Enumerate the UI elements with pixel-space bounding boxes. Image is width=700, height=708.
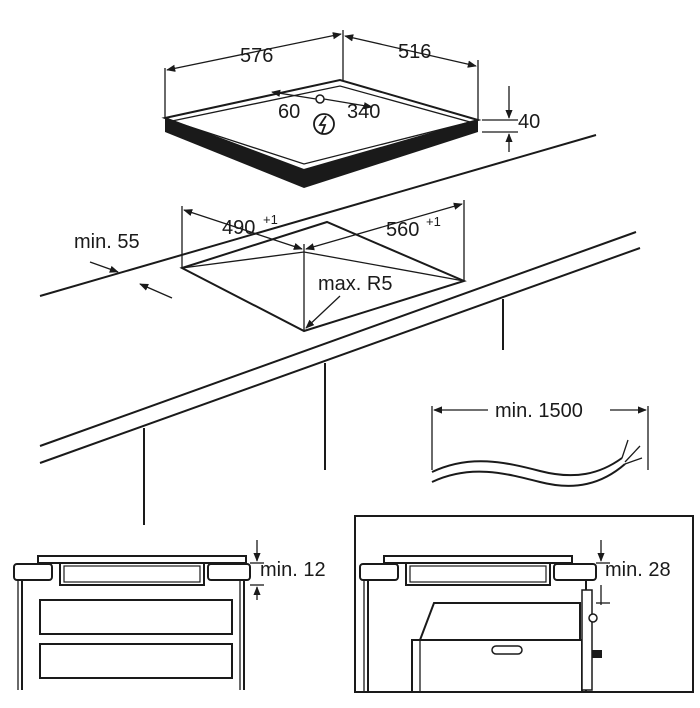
hob-dimension-lines xyxy=(164,30,518,152)
cable-wire-ends xyxy=(621,439,643,465)
hob-width-label: 576 xyxy=(240,45,273,67)
cable-line-2 xyxy=(431,463,626,487)
cutout-width-label: 490 xyxy=(222,217,255,239)
hob-body-side xyxy=(59,562,205,586)
hob-glass-side-2 xyxy=(383,555,573,564)
hob-glass-outline xyxy=(169,85,473,165)
drawer-lower xyxy=(39,643,233,679)
oven-clearance-label: min. 28 xyxy=(605,559,671,581)
width-dimension-arrow xyxy=(166,32,342,72)
drawer-upper xyxy=(39,599,233,635)
hob-front-edge xyxy=(165,118,304,188)
oven-body xyxy=(411,639,583,693)
drawer-installation-illustration xyxy=(13,540,264,690)
worktop-right-2 xyxy=(553,563,597,581)
depth-dimension-arrow xyxy=(344,34,477,68)
radius-leader-arrow xyxy=(305,295,341,329)
corner-radius-label: max. R5 xyxy=(318,273,392,295)
oven-handle xyxy=(491,645,523,655)
connection-point-marker xyxy=(315,94,325,104)
worktop-top-front-edge xyxy=(39,231,637,447)
drawer-clearance-label: min. 12 xyxy=(260,559,326,581)
connection-right-label: 340 xyxy=(347,101,380,123)
hob-side-edge xyxy=(304,120,478,188)
worktop-illustration xyxy=(39,134,641,525)
edge-distance-arrow-right xyxy=(139,283,173,299)
connection-right-arrow xyxy=(323,98,373,110)
hob-depth-label: 516 xyxy=(398,41,431,63)
cable-line-1 xyxy=(431,457,623,477)
hob-illustration xyxy=(161,78,482,188)
cutout-width-tolerance: +1 xyxy=(263,212,278,227)
connection-left-arrow xyxy=(271,89,317,100)
hob-glass-side xyxy=(37,555,247,564)
cutout-width-value: 490 xyxy=(222,217,255,239)
hob-body-side-2 xyxy=(405,562,551,586)
cable-length-label: min. 1500 xyxy=(495,400,583,422)
cutout-depth-value: 560 xyxy=(386,219,419,241)
connection-left-label: 60 xyxy=(278,101,300,123)
worktop-left-2 xyxy=(359,563,399,581)
cutout-depth-label: 560 xyxy=(386,219,419,241)
oven-installation-illustration xyxy=(354,515,694,693)
edge-distance-label: min. 55 xyxy=(74,231,140,253)
worktop-left xyxy=(13,563,53,581)
hob-height-label: 40 xyxy=(518,111,540,133)
worktop-right xyxy=(207,563,251,581)
power-connection-icon xyxy=(313,113,335,135)
oven-top xyxy=(418,602,581,641)
cable-illustration xyxy=(431,406,649,487)
cutout-dimension-lines xyxy=(89,200,465,329)
worktop-bottom-front-edge xyxy=(39,247,641,464)
cutout-width-arrow xyxy=(183,209,303,250)
cutout-depth-tolerance: +1 xyxy=(426,214,441,229)
cutout-depth-arrow xyxy=(305,202,463,251)
edge-distance-arrow-left xyxy=(89,261,119,273)
